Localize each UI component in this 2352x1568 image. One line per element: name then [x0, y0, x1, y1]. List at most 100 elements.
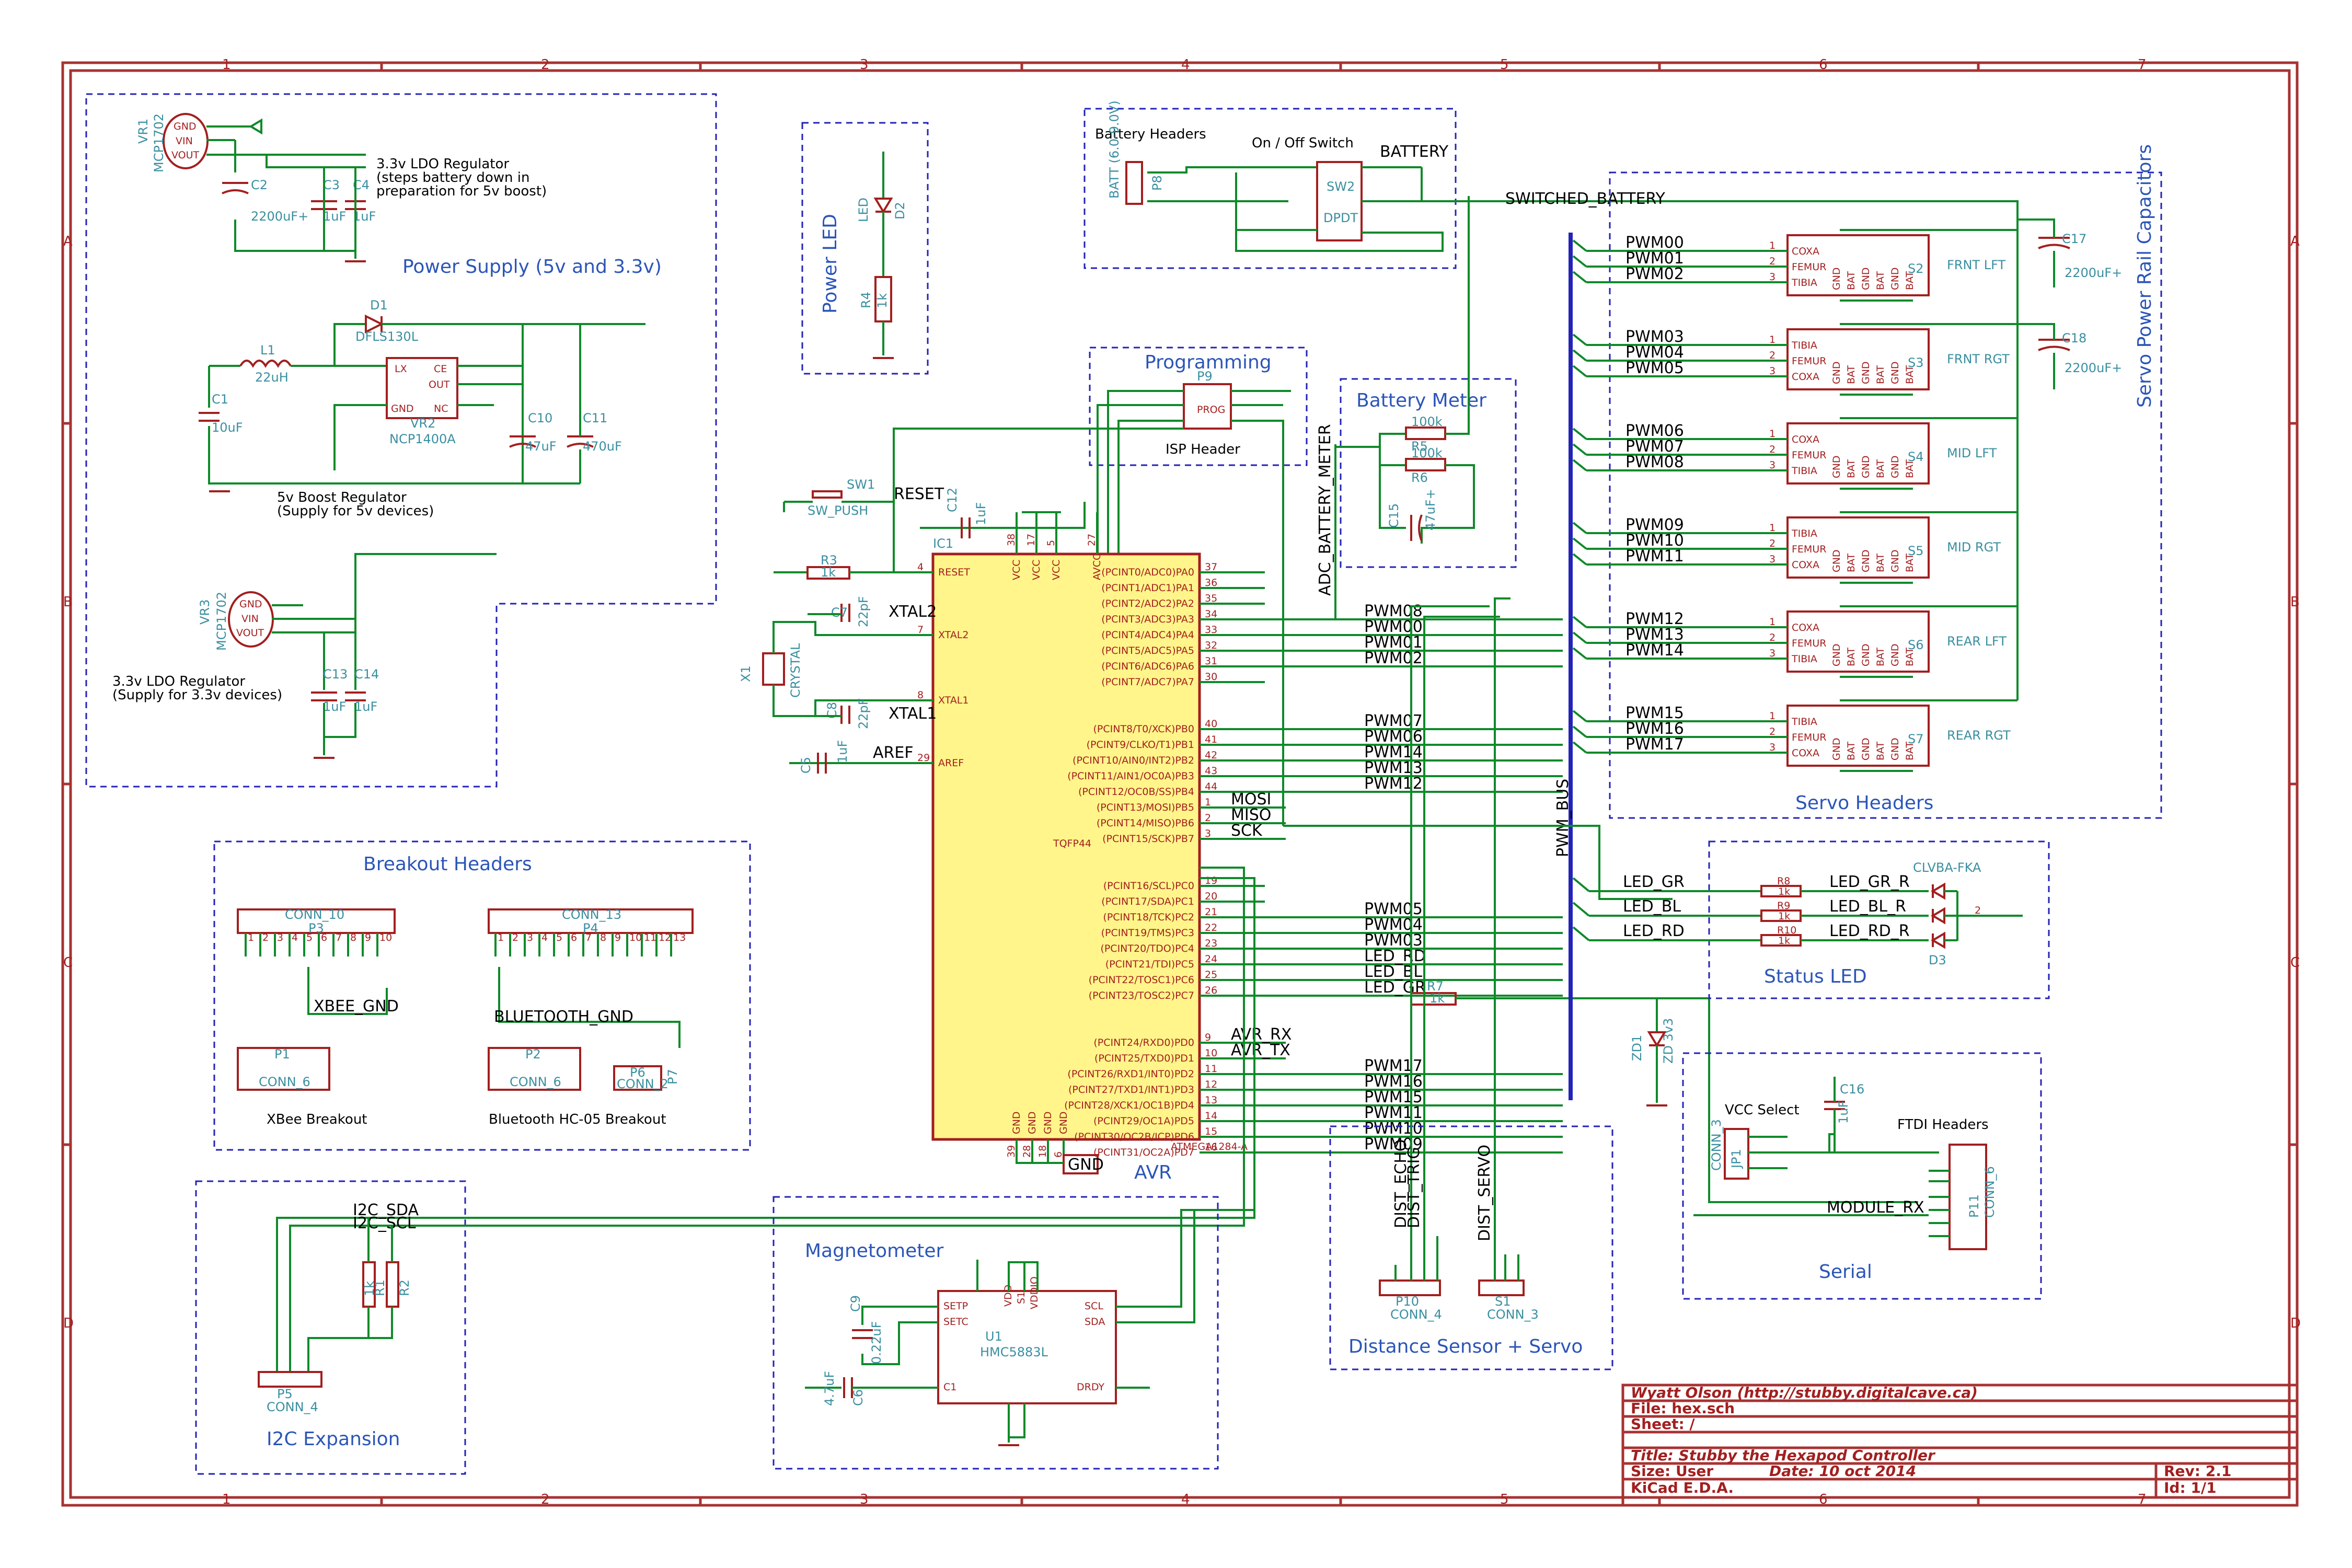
- p2-ref: P2: [525, 1047, 541, 1062]
- c13-value: 1uF: [323, 699, 346, 714]
- mcu-pin-number: 27: [1086, 534, 1098, 546]
- mcu-pin-number: 6: [1053, 1151, 1064, 1158]
- r6-value: 100k: [1411, 446, 1443, 460]
- led-r-net: LED_BL_R: [1829, 897, 1906, 916]
- xbee-breakout-label: XBee Breakout: [267, 1112, 367, 1127]
- led-resistor-ref: R10: [1777, 925, 1796, 936]
- servo-pin-number: 3: [1769, 648, 1775, 659]
- net-label: PWM07: [1364, 712, 1423, 730]
- servo-pin-number: 3: [1769, 554, 1775, 565]
- reset-net: RESET: [894, 485, 944, 503]
- battery-switch-block: Battery Headers On / Off Switch BATT (6.…: [1083, 100, 2019, 269]
- vr1-note-1: 3.3v LDO Regulator: [376, 156, 509, 172]
- sw1-ref: SW1: [847, 477, 875, 492]
- pwm-bus-label: PWM_BUS: [1554, 779, 1572, 857]
- p2-part: CONN_6: [510, 1075, 561, 1089]
- net-label: MISO: [1231, 806, 1271, 824]
- c17-value: 2200uF+: [2065, 266, 2122, 280]
- vr1-note-3: preparation for 5v boost): [376, 183, 547, 199]
- distance-sensor-block: Distance Sensor + Servo P10 CONN_4 S1 CO…: [1329, 597, 1613, 1370]
- col-marker: 5: [1500, 1492, 1509, 1507]
- title-block: Wyatt Olson (http://stubby.digitalcave.c…: [1621, 1383, 2299, 1507]
- mcu-pin-number: 29: [917, 752, 930, 764]
- column-markers-top: 1 2 3 4 5 6 7: [222, 57, 2147, 73]
- pin-label: SETC: [943, 1316, 969, 1328]
- p5-part: CONN_4: [267, 1400, 318, 1414]
- r6-ref: R6: [1411, 470, 1428, 485]
- col-marker: 6: [1819, 1492, 1828, 1507]
- servo-name: FRNT RGT: [1947, 352, 2010, 366]
- net-label: PWM01: [1364, 633, 1423, 652]
- servo-power-pin: BAT: [1875, 459, 1886, 478]
- servo-power-pin: GND: [1831, 549, 1842, 572]
- servo-ref: S6: [1908, 638, 1924, 652]
- pin-label: VIN: [241, 613, 259, 625]
- pin-label: VOUT: [236, 627, 264, 639]
- servo-net: PWM16: [1625, 720, 1684, 738]
- c6-value: 4.7uF: [822, 1371, 837, 1406]
- servo-name: MID LFT: [1947, 446, 1997, 460]
- c18-value: 2200uF+: [2065, 361, 2122, 375]
- mcu-pin-number: 41: [1205, 734, 1217, 745]
- mcu-pin-number: 35: [1205, 593, 1217, 604]
- section-title: Breakout Headers: [363, 854, 532, 875]
- pin-number: 1: [248, 932, 254, 943]
- mcu-pin-number: 1: [1205, 797, 1211, 808]
- d3-part: CLVBA-FKA: [1913, 860, 1981, 875]
- col-marker: 2: [541, 57, 550, 73]
- vr1-part: MCP1702: [152, 113, 166, 172]
- mcu-part: ATMEGA1284-A: [1171, 1141, 1248, 1152]
- d3-ref: D3: [1929, 953, 1946, 967]
- servo-pin-label: FEMUR: [1792, 732, 1826, 743]
- adc-battery-meter-net: ADC_BATTERY_METER: [1316, 424, 1334, 596]
- mcu-pin-name: (PCINT5/ADC5)PA5: [1101, 645, 1194, 656]
- mcu-pin-name: (PCINT26/RXD1/INT0)PD2: [1067, 1068, 1194, 1080]
- servo-pin-number: 1: [1769, 334, 1775, 345]
- c3-value: 1uF: [323, 209, 346, 224]
- col-marker: 7: [2138, 57, 2147, 73]
- mcu-pin-name: GND: [1011, 1111, 1022, 1134]
- servo-net: PWM09: [1625, 516, 1684, 534]
- col-marker: 1: [222, 57, 231, 73]
- p7-ref: P7: [665, 1069, 680, 1085]
- r3-ref: R3: [821, 553, 837, 568]
- pin-label: VIN: [176, 135, 193, 147]
- pin-number: 10: [629, 932, 642, 943]
- mcu-pin-number: 15: [1205, 1126, 1217, 1137]
- section-title: Distance Sensor + Servo: [1348, 1336, 1583, 1357]
- row-marker: B: [63, 594, 73, 610]
- servo-power-pin: GND: [1831, 737, 1842, 760]
- servo-net: PWM15: [1625, 704, 1684, 722]
- servo-power-pin: GND: [1889, 549, 1901, 572]
- led-resistor-ref: R8: [1777, 875, 1790, 887]
- servo-power-pin: BAT: [1904, 365, 1916, 384]
- net-label: PWM05: [1364, 900, 1423, 918]
- servo-power-pin: GND: [1889, 455, 1901, 478]
- mcu-pin-number: 40: [1205, 718, 1217, 730]
- mcu-pin-name: (PCINT13/MOSI)PB5: [1097, 802, 1194, 813]
- title-tool: KiCad E.D.A.: [1631, 1479, 1734, 1496]
- c16-value: 1uF: [1836, 1101, 1851, 1124]
- c9-value: 0.22uF: [869, 1321, 884, 1364]
- mcu-pin-number: 38: [1006, 534, 1017, 546]
- pin-label: CE: [434, 363, 447, 375]
- servo-power-pin: BAT: [1904, 271, 1916, 290]
- mcu-pin-number: 22: [1205, 922, 1217, 933]
- c15-ref: C15: [1387, 503, 1401, 528]
- p11-ref: P11: [1967, 1194, 1981, 1218]
- servo-ref: S7: [1908, 732, 1924, 746]
- xtal2-net: XTAL2: [889, 603, 937, 621]
- section-title: Power Supply (5v and 3.3v): [402, 256, 662, 278]
- mcu-pin-name: (PCINT3/ADC3)PA3: [1101, 614, 1194, 625]
- mcu-pin-number: 16: [1205, 1142, 1217, 1153]
- u1-ref: U1: [985, 1329, 1002, 1344]
- p6-part: CONN_2: [617, 1077, 668, 1091]
- pin-label: SCL: [1085, 1300, 1103, 1312]
- servo-pin-label: TIBIA: [1791, 653, 1817, 665]
- pin-label: GND: [174, 121, 197, 132]
- mcu-pin-name: (PCINT10/AIN0/INT2)PB2: [1073, 755, 1194, 766]
